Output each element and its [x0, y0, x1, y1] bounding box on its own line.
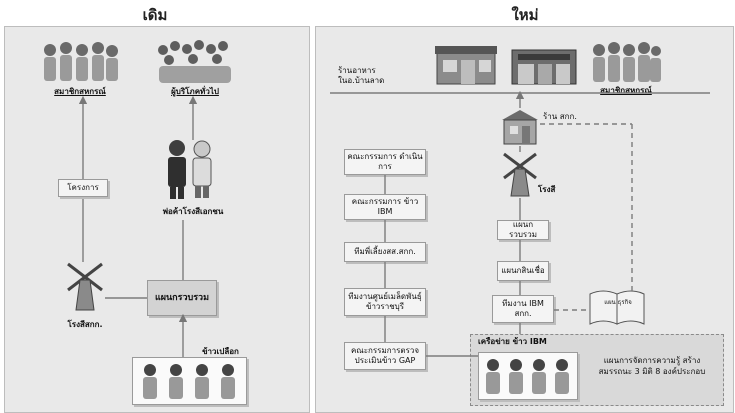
left-panel-title: เดิม	[142, 6, 168, 24]
members-label-right: สมาชิกสหกรณ์	[600, 86, 652, 95]
plan-label: แผนการจัดการความรู้ สร้างสมรรถนะ 3 มิติ …	[598, 356, 706, 376]
store-icon	[502, 110, 538, 145]
committee-box-3: ทีมพี่เลี้ยงสส.สกก.	[344, 242, 426, 262]
committee-box-5: คณะกรรมการตรวจ ประเมินข้าว GAP	[344, 342, 426, 370]
farmers-icon-right	[486, 359, 569, 394]
unit-box-ibm-team: ทีมงาน IBM สกก.	[492, 295, 554, 323]
restaurant-label: ร้านอาหาร ในอ.บ้านลาด	[338, 66, 385, 85]
members-group-icon-right	[593, 42, 661, 82]
committee-box-1: คณะกรรมการ ดำเนินการ	[344, 149, 426, 175]
farmers-icon	[143, 364, 235, 399]
restaurant-building-icon	[435, 46, 497, 85]
right-panel-title: ใหม่	[511, 6, 539, 24]
committee-box-2: คณะกรรมการ ข้าว IBM	[344, 194, 426, 220]
farmers-group	[132, 357, 247, 405]
rice-source-label: ข้าวเปลือก	[202, 347, 239, 356]
unit-box-collection: แผนกรวบรวม	[497, 220, 549, 240]
mill-windmill-icon	[503, 152, 537, 197]
members-label: สมาชิกสหกรณ์	[54, 87, 106, 96]
left-panel	[4, 26, 310, 413]
project-box: โครงการ	[58, 179, 108, 197]
store-label: ร้าน สกก.	[543, 112, 577, 121]
members-group-icon	[44, 42, 118, 81]
committee-box-4: ทีมงานศูนย์เมล็ดพันธุ์ข้าวราชบุรี	[344, 288, 426, 316]
book-label: แผน ธุรกิจ	[604, 299, 632, 306]
merchant-label: พ่อค้าโรงสีเอกชน	[162, 207, 224, 216]
public-label: ผู้บริโภคทั่วไป	[171, 87, 219, 96]
mill-label: โรงสี	[538, 185, 556, 194]
unit-box-credit: แผนกสินเชื่อ	[497, 261, 549, 281]
network-label: เครือข่าย ข้าว IBM	[478, 337, 547, 346]
windmill-icon	[67, 262, 103, 311]
merchant-icon	[168, 140, 212, 199]
supermarket-building-icon	[511, 49, 577, 85]
business-plan-book-icon	[589, 290, 645, 325]
farmers-group-right	[478, 352, 578, 400]
collection-dept-box: แผนกรวบรวม	[147, 280, 217, 316]
rice-mill-label: โรงสีสกก.	[67, 320, 103, 329]
public-group-icon	[158, 40, 231, 83]
